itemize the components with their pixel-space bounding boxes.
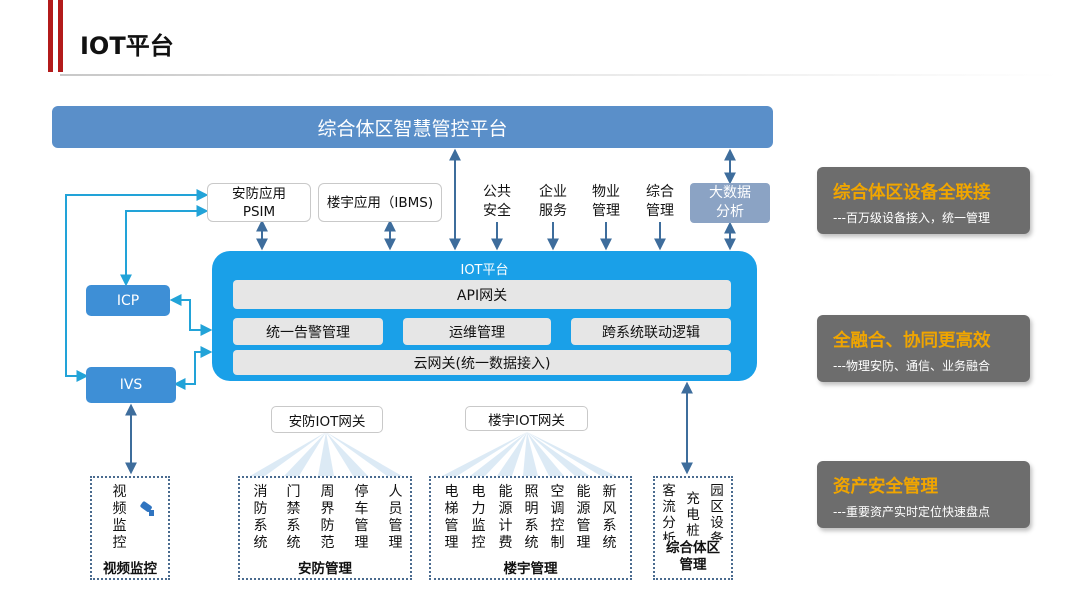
security-gateway-fan (250, 432, 402, 476)
feature-card-fusion: 全融合、协同更高效 ---物理安防、通信、业务融合 (817, 315, 1030, 382)
enterprise-service-label: 企业 服务 (539, 184, 567, 219)
line-psim-icp (120, 205, 209, 287)
feature-subtitle: ---百万级设备接入，统一管理 (833, 211, 990, 225)
security-item-access: 门禁系统 (286, 484, 301, 551)
building-group-title: 楼宇管理 (503, 561, 558, 577)
feature-card-connectivity: 综合体区设备全联接 ---百万级设备接入，统一管理 (817, 167, 1030, 234)
psim-app-box: 安防应用 PSIM (207, 183, 311, 222)
video-group-title: 视频监控 (103, 561, 157, 577)
park-item-traffic: 客流分析 (662, 483, 676, 547)
building-item-hvac: 空调控制 (550, 484, 565, 551)
line-icp-platform (169, 294, 213, 336)
feature-subtitle: ---重要资产实时定位快速盘点 (833, 505, 990, 519)
api-gateway-bar: API网关 (233, 280, 731, 309)
camera-icon (140, 501, 154, 516)
park-item-equipment: 园区设备 (710, 483, 724, 547)
security-item-fire: 消防系统 (253, 484, 268, 551)
ivs-box: IVS (86, 367, 176, 403)
title-accent-bar (48, 0, 53, 72)
security-group-title: 安防管理 (298, 561, 352, 577)
building-item-elevator: 电梯管理 (444, 484, 459, 551)
cloud-gateway-bar: 云网关(统一数据接入) (233, 350, 731, 375)
video-monitor-item: 视频监控 (112, 484, 127, 551)
smart-platform-banner: 综合体区智慧管控平台 (52, 106, 773, 148)
linkage-logic-bar: 跨系统联动逻辑 (571, 318, 731, 345)
ops-mgmt-bar: 运维管理 (403, 318, 551, 345)
park-item-charging: 充电桩 (686, 491, 700, 539)
line-psim-ivs (65, 189, 209, 382)
building-item-fresh-air: 新风系统 (602, 484, 617, 551)
security-item-parking: 停车管理 (354, 484, 369, 551)
integrated-mgmt-label: 综合 管理 (646, 184, 674, 219)
property-mgmt-label: 物业 管理 (592, 184, 620, 219)
feature-subtitle: ---物理安防、通信、业务融合 (833, 359, 990, 373)
feature-title: 综合体区设备全联接 (833, 183, 991, 203)
iot-platform-title: IOT平台 (460, 263, 509, 278)
title-accent-bar-2 (58, 0, 63, 72)
building-iot-gateway: 楼宇IOT网关 (465, 406, 588, 431)
building-item-energy-billing: 能源计费 (498, 484, 513, 551)
icp-box: ICP (86, 285, 170, 316)
building-gateway-fan (442, 432, 616, 476)
security-item-perimeter: 周界防范 (320, 484, 335, 551)
page-title: IOT平台 (80, 32, 174, 60)
building-item-power: 电力监控 (471, 484, 486, 551)
building-mgmt-group: 电梯管理 电力监控 能源计费 照明系统 空调控制 能源管理 新风系统 楼宇管理 (429, 476, 632, 580)
building-item-lighting: 照明系统 (524, 484, 539, 551)
big-data-box: 大数据 分析 (690, 183, 770, 223)
ibms-app-box: 楼宇应用（IBMS) (318, 183, 442, 222)
feature-title: 资产安全管理 (833, 477, 938, 497)
public-safety-label: 公共 安全 (483, 184, 511, 219)
building-item-energy-mgmt: 能源管理 (576, 484, 591, 551)
feature-title: 全融合、协同更高效 (833, 331, 991, 351)
park-mgmt-group: 客流分析 充电桩 园区设备 综合体区 管理 (653, 476, 733, 580)
feature-card-asset-security: 资产安全管理 ---重要资产实时定位快速盘点 (817, 461, 1030, 528)
title-underline (60, 74, 1060, 76)
video-monitor-group: 视频监控 视频监控 (90, 476, 170, 580)
park-group-title: 综合体区 管理 (655, 540, 731, 574)
security-mgmt-group: 消防系统 门禁系统 周界防范 停车管理 人员管理 安防管理 (238, 476, 412, 580)
security-item-personnel: 人员管理 (388, 484, 403, 551)
line-ivs-platform (173, 346, 213, 390)
alarm-mgmt-bar: 统一告警管理 (233, 318, 383, 345)
security-iot-gateway: 安防IOT网关 (271, 406, 383, 433)
